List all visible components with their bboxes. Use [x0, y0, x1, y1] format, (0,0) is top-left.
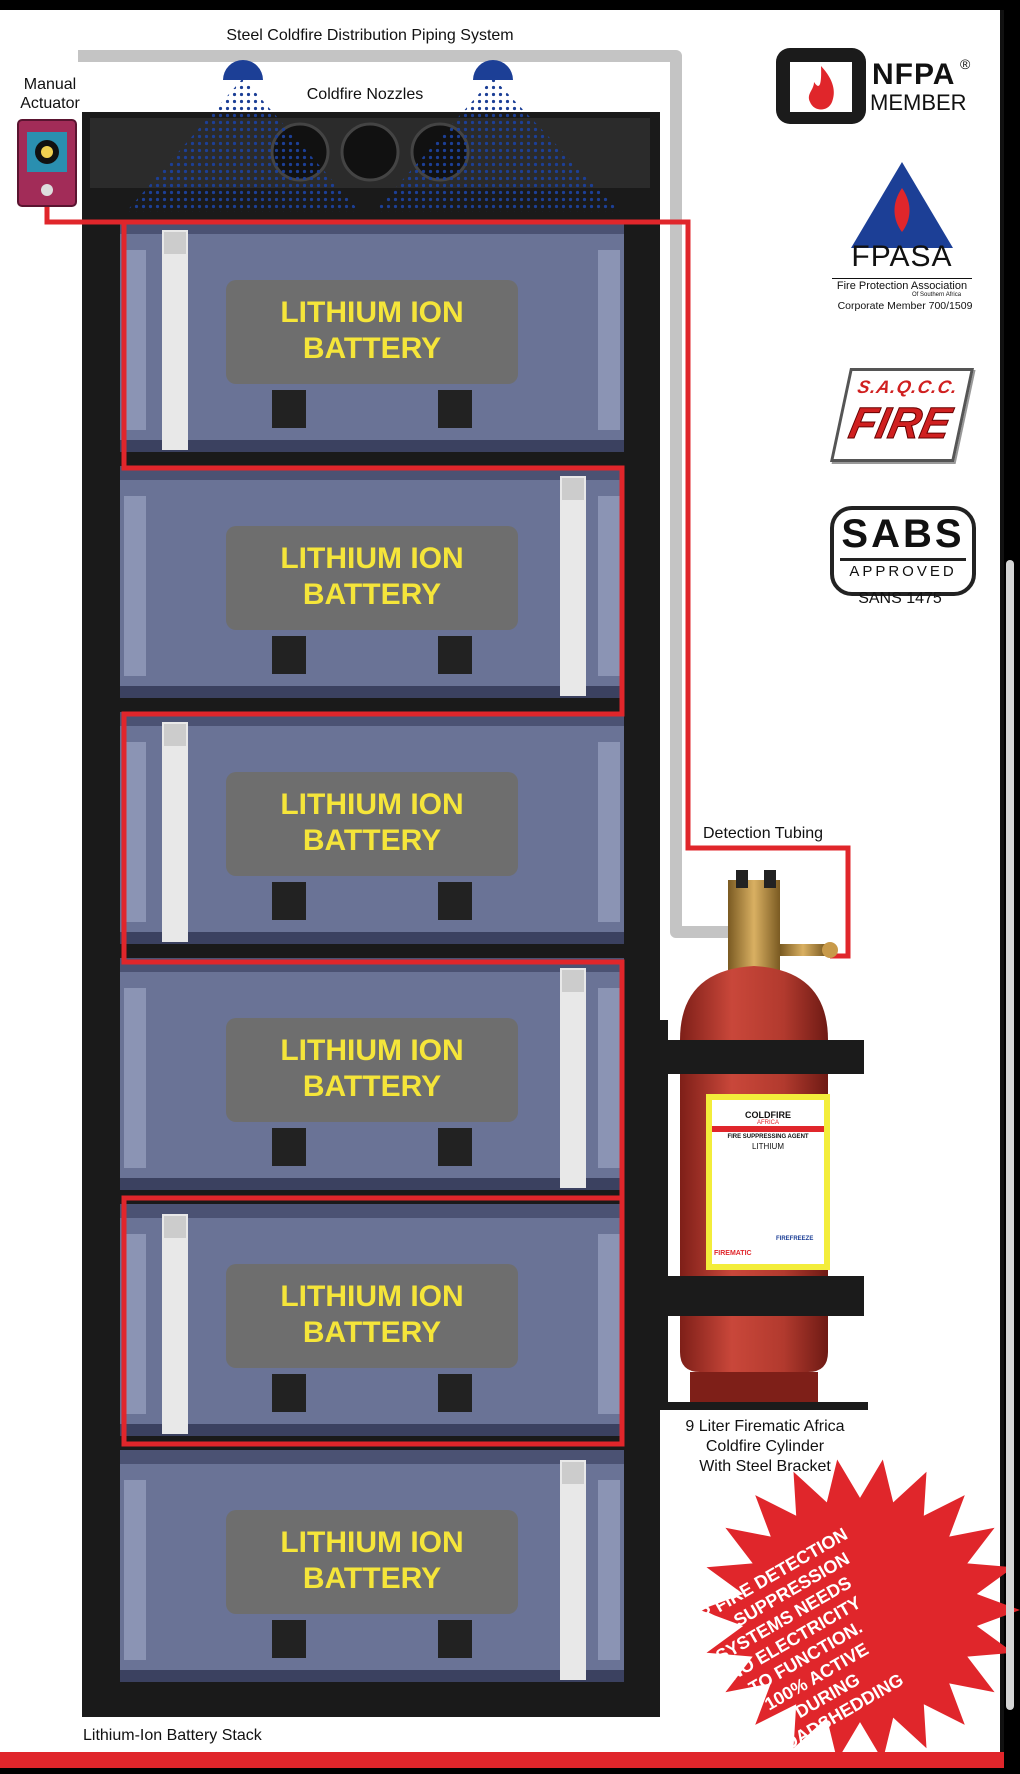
- fpasa-logo: [851, 162, 953, 248]
- sabs-approved: APPROVED: [840, 558, 966, 580]
- battery-label-line1: LITHIUM ION: [280, 1034, 464, 1067]
- battery-label-line2: BATTERY: [302, 824, 442, 857]
- battery-panel: [226, 1510, 518, 1614]
- fire-icon: [894, 188, 910, 232]
- battery-label-line1: LITHIUM ION: [280, 296, 464, 329]
- fpasa-corp: Corporate Member 700/1509: [837, 300, 973, 312]
- fpasa-sub: Fire Protection Association: [832, 278, 972, 292]
- battery-panel: [226, 1264, 518, 1368]
- battery-label-line2: BATTERY: [302, 1070, 442, 1103]
- cylinder-label-line2: Coldfire Cylinder: [705, 1438, 825, 1455]
- stack-label: Lithium-Ion Battery Stack: [83, 1727, 262, 1744]
- piping-label: Steel Coldfire Distribution Piping Syste…: [226, 27, 514, 44]
- nfpa-member: MEMBER: [870, 90, 967, 115]
- battery-strap: [560, 1460, 586, 1680]
- battery-panel: [226, 280, 518, 384]
- sabs-standard: SANS 1475: [858, 590, 942, 607]
- sabs-name: SABS: [841, 512, 965, 556]
- cylinder-label-line3: With Steel Bracket: [699, 1458, 831, 1475]
- cyl-type: LITHIUM: [752, 1142, 784, 1151]
- cylinder-label-line1: 9 Liter Firematic Africa: [685, 1418, 845, 1435]
- battery-modules: [120, 220, 624, 1682]
- battery-label-line2: BATTERY: [302, 1316, 442, 1349]
- battery-label-line2: BATTERY: [302, 1562, 442, 1595]
- detection-tubing-label: Detection Tubing: [703, 825, 824, 842]
- battery-label-line2: BATTERY: [302, 332, 442, 365]
- coldfire-cylinder: [660, 870, 868, 1410]
- nozzles-label: Coldfire Nozzles: [306, 86, 424, 103]
- cyl-brand-sub: AFRICA: [756, 1120, 779, 1126]
- battery-label-line1: LITHIUM ION: [280, 1526, 464, 1559]
- nfpa-reg: ®: [960, 56, 971, 72]
- cyl-agent: FIRE SUPPRESSING AGENT: [727, 1134, 809, 1140]
- battery-panel: [226, 1018, 518, 1122]
- actuator-label-line2: Actuator: [20, 95, 80, 112]
- actuator-label-line1: Manual: [23, 76, 77, 93]
- detection-tubing: [44, 202, 851, 1447]
- fpasa-sub2: Of Southern Africa: [912, 292, 962, 298]
- nozzle-spray-right: [374, 78, 620, 212]
- manual-actuator-icon[interactable]: [17, 119, 77, 207]
- valve-icon: [780, 942, 838, 958]
- fpasa-name: FPASA: [851, 240, 953, 273]
- saqcc-top: S.A.Q.C.C.: [855, 377, 961, 397]
- cyl-maker: FIREMATIC: [714, 1250, 752, 1257]
- bottom-bar: [0, 1752, 1004, 1768]
- nozzle-icon: [473, 60, 513, 80]
- battery-strap: [162, 722, 188, 942]
- fan-2: [340, 122, 400, 182]
- battery-label-line1: LITHIUM ION: [280, 788, 464, 821]
- nozzle-spray-left: [126, 78, 360, 212]
- fire-icon: [808, 66, 834, 110]
- loadshedding-starburst: [700, 1459, 1020, 1761]
- battery-strap: [560, 476, 586, 696]
- nozzle-icon: [223, 60, 263, 80]
- battery-strap: [560, 968, 586, 1188]
- saqcc-logo: S.A.Q.C.C. FIRE: [830, 368, 974, 462]
- battery-panel: [226, 772, 518, 876]
- distribution-pipe: [78, 50, 730, 938]
- cyl-freeze: FIREFREEZE: [776, 1236, 814, 1242]
- battery-strap: [162, 230, 188, 450]
- battery-panel: [226, 526, 518, 630]
- saqcc-fire: FIRE: [844, 399, 956, 449]
- nfpa-name: NFPA: [872, 58, 956, 91]
- battery-label-line2: BATTERY: [302, 578, 442, 611]
- cyl-brand: COLDFIRE: [745, 1110, 791, 1120]
- nfpa-logo: [776, 48, 866, 124]
- battery-strap: [162, 1214, 188, 1434]
- sabs-logo: SABS APPROVED: [830, 506, 976, 596]
- battery-label-line1: LITHIUM ION: [280, 1280, 464, 1313]
- scrollbar[interactable]: [1006, 560, 1014, 1710]
- battery-label-line1: LITHIUM ION: [280, 542, 464, 575]
